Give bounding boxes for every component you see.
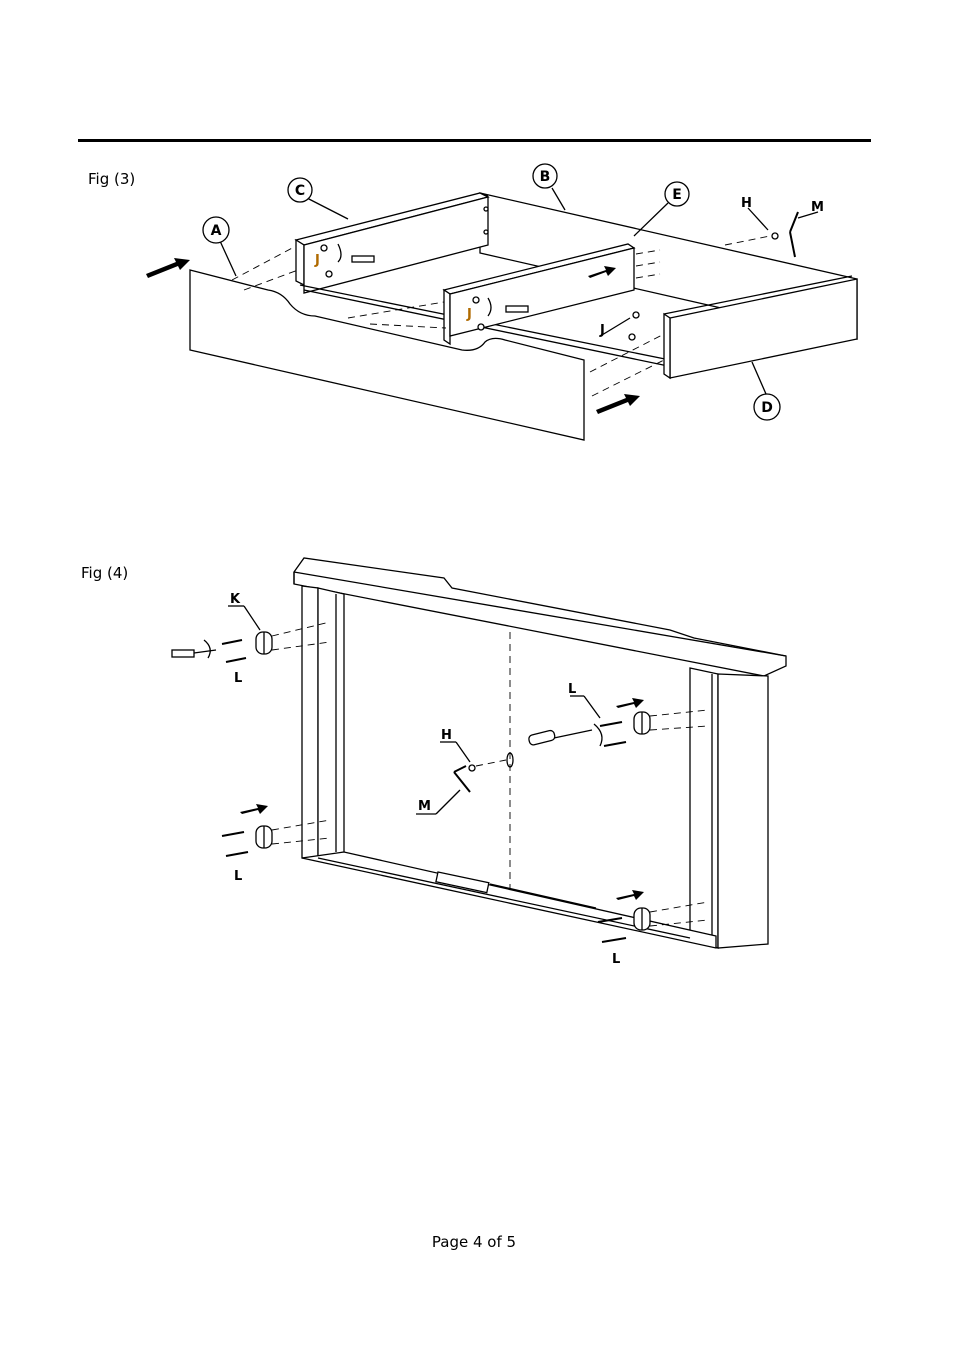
callout-j-1: J xyxy=(314,253,320,268)
panel-a-front xyxy=(189,269,585,441)
svg-text:E: E xyxy=(672,187,682,203)
callout-h-fig3: H xyxy=(741,196,752,211)
callout-m-fig4: M xyxy=(418,799,431,814)
fig4-dowel-wrench xyxy=(453,759,507,793)
callout-j-3: J xyxy=(599,323,605,338)
callout-d: D xyxy=(753,393,781,421)
callout-a: A xyxy=(202,216,230,244)
fig4-drawing: K L L L L H M xyxy=(171,557,787,967)
fig3-direction-arrows xyxy=(146,258,640,414)
svg-text:C: C xyxy=(295,183,305,199)
panel-c-left-side xyxy=(294,192,490,294)
callout-c: C xyxy=(287,177,313,203)
header-rule xyxy=(78,139,871,142)
frame-right-side xyxy=(689,667,769,949)
fig3-label: Fig (3) xyxy=(88,170,136,188)
callout-l-3: L xyxy=(568,682,576,697)
callout-j-2: J xyxy=(466,307,472,322)
page-number: Page 4 of 5 xyxy=(431,1233,517,1251)
svg-text:A: A xyxy=(211,223,222,239)
callout-l-4: L xyxy=(612,952,620,967)
svg-text:B: B xyxy=(540,169,551,185)
panel-d-right-side xyxy=(663,275,858,380)
glide-bottom-left xyxy=(221,804,331,857)
callout-l-2: L xyxy=(234,869,242,884)
fig3-drawing: A C B E D H M J J J xyxy=(146,163,858,441)
bottom-panel-edge-lower xyxy=(303,289,669,367)
fig3-alignment-lines xyxy=(231,235,771,397)
callout-k: K xyxy=(230,592,241,607)
glide-top-right xyxy=(528,698,709,747)
callout-e: E xyxy=(664,181,690,207)
callout-b: B xyxy=(532,163,558,189)
panel-e-support xyxy=(442,243,636,346)
fig4-leader-lines xyxy=(228,605,601,815)
callout-l-1: L xyxy=(234,671,242,686)
top-board xyxy=(293,557,787,677)
fig3-hardware xyxy=(320,206,799,341)
fig3-leader-lines xyxy=(219,187,819,395)
fig4-label: Fig (4) xyxy=(81,564,129,582)
frame-bottom-rail xyxy=(301,851,717,949)
svg-text:D: D xyxy=(761,400,773,416)
glide-bottom-right xyxy=(597,890,709,943)
center-hole xyxy=(506,752,514,768)
callout-m-fig3: M xyxy=(811,200,824,215)
callout-h-fig4: H xyxy=(441,728,452,743)
glide-top-left xyxy=(171,621,331,663)
